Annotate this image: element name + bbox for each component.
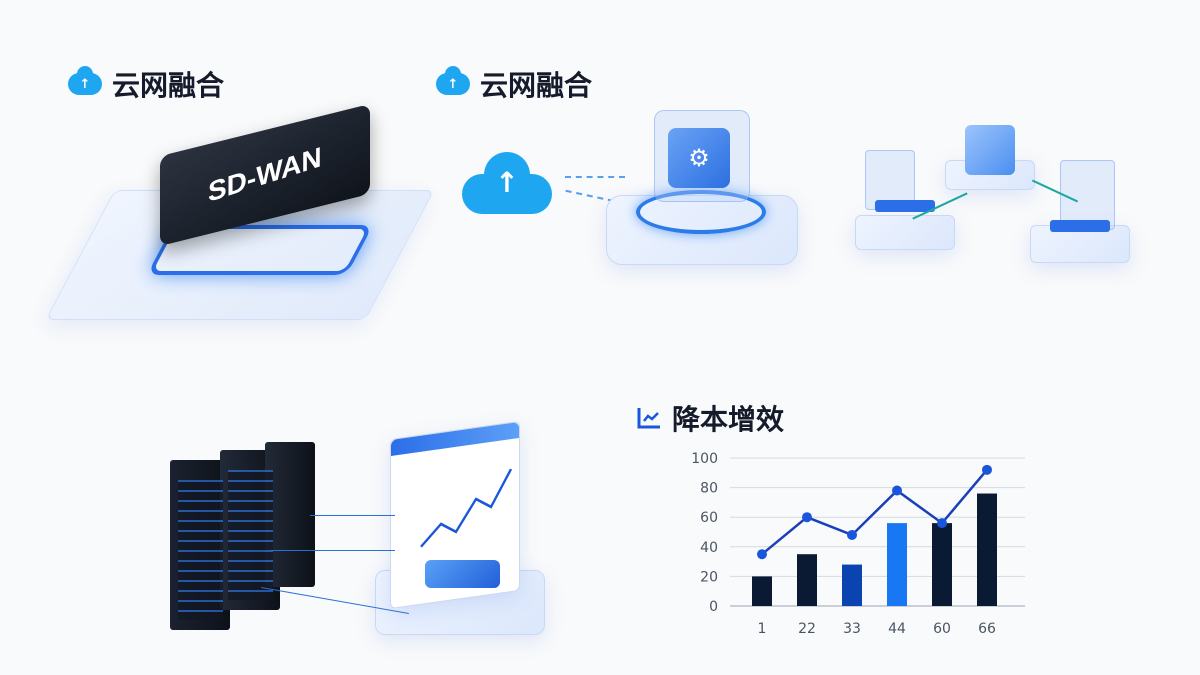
bar	[842, 564, 862, 606]
cost-efficiency-chart: 0 20 40 60 80 100 1 22 33 44 60 66	[691, 451, 1025, 637]
bar	[932, 523, 952, 606]
line-point	[982, 464, 992, 475]
section-title: 云网融合	[480, 69, 593, 102]
x-tick-label: 1	[758, 621, 767, 637]
section-header-cloud-network-1: ↑ 云网融合	[68, 64, 224, 104]
bar	[752, 576, 772, 606]
y-tick-label: 0	[709, 599, 718, 615]
cloud-platform-illustration: ⚙	[606, 110, 798, 270]
server-dashboard-illustration	[170, 420, 550, 640]
sd-wan-label: SD-WAN	[208, 140, 322, 209]
y-tick-label: 100	[691, 451, 718, 467]
line-point	[937, 518, 947, 529]
dashboard-window	[390, 420, 520, 610]
bar	[887, 523, 907, 606]
x-tick-label: 22	[798, 621, 816, 637]
connector-line	[565, 176, 625, 178]
x-tick-label: 60	[933, 621, 951, 637]
section-header-cloud-network-2: ↑ 云网融合	[436, 64, 592, 104]
cloud-upload-icon: ↑	[436, 66, 470, 95]
sd-wan-device-illustration: SD-WAN	[45, 103, 435, 330]
section-title: 降本增效	[672, 403, 785, 436]
y-tick-label: 60	[700, 510, 718, 526]
line-point	[802, 512, 812, 523]
x-tick-label: 66	[978, 621, 996, 637]
section-title: 云网融合	[112, 69, 225, 102]
cloud-upload-icon: ↑	[68, 66, 102, 95]
bar	[977, 493, 997, 606]
y-tick-label: 20	[700, 569, 718, 585]
y-tick-label: 80	[700, 481, 718, 497]
x-tick-label: 44	[888, 621, 906, 637]
series-line	[761, 469, 988, 556]
y-tick-label: 40	[700, 540, 718, 556]
line-point	[757, 549, 767, 560]
cloud-upload-icon: ↑	[462, 152, 552, 214]
bar	[797, 554, 817, 606]
line-point	[892, 485, 902, 496]
line-chart-icon	[637, 408, 660, 429]
trend-line-icon	[420, 468, 513, 548]
x-tick-label: 33	[843, 621, 861, 637]
network-nodes-illustration	[850, 120, 1135, 275]
line-point	[847, 529, 857, 540]
section-header-cost-efficiency: 降本增效	[636, 398, 784, 438]
